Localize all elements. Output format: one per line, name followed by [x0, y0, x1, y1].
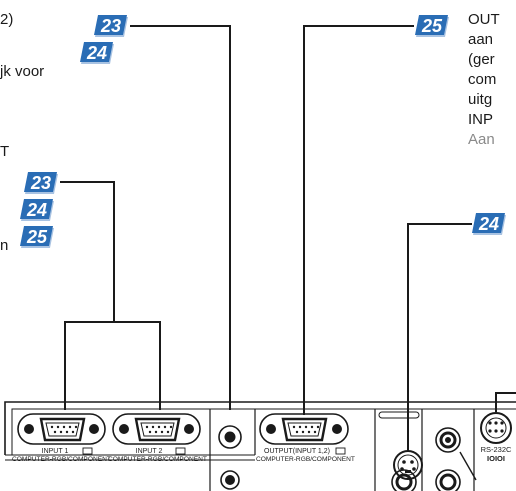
output-dsub	[281, 417, 328, 442]
input2-dsub	[134, 417, 181, 442]
input2-port-housing	[112, 413, 201, 445]
page-ref-badge: 24	[20, 199, 54, 221]
panel-inner-edge	[11, 408, 516, 455]
left-text-line-4: n	[0, 237, 9, 254]
right-text-line-5: uitg	[468, 91, 493, 108]
audio-jack-2	[220, 470, 240, 490]
right-text-line-6: INP	[468, 111, 494, 128]
leader-line-rs232c	[495, 392, 516, 412]
panel-top-edge	[4, 401, 516, 455]
input2-sub-label: COMPUTER-RGB/COMPONENT	[108, 456, 207, 463]
page-ref-badge: 25	[20, 226, 54, 248]
leader-line-inputs	[60, 181, 161, 410]
right-text-line-4: com	[468, 71, 497, 88]
output-title-label: OUTPUT(INPUT 1,2)	[264, 448, 330, 455]
rca-jack-1	[435, 427, 461, 453]
right-text-line-7: Aan	[468, 131, 495, 148]
page-ref-badge: 25	[415, 15, 449, 37]
page-ref-badge: 24	[80, 42, 114, 64]
output-sub-label: COMPUTER-RGB/COMPONENT	[256, 456, 355, 463]
right-text-line-3: (ger	[468, 51, 495, 68]
leader-line-audio	[130, 25, 231, 410]
page-ref-badge: 23	[94, 15, 128, 37]
audio-jack-1	[218, 425, 242, 449]
input1-title-label: INPUT 1	[41, 448, 69, 455]
input2-title-label: INPUT 2	[135, 448, 163, 455]
rs232c-port	[480, 412, 512, 444]
rca-jack-3	[435, 469, 461, 491]
input1-dsub	[39, 417, 86, 442]
rca-jack-2	[391, 469, 417, 491]
page-ref-badge: 23	[24, 172, 58, 194]
input1-sub-label: COMPUTER-RGB/COMPONENT	[12, 456, 111, 463]
page-ref-badge: 24	[472, 213, 506, 235]
output-port-housing	[259, 413, 349, 445]
leader-line-svideo	[407, 223, 472, 452]
right-text-line-1: OUT	[468, 11, 500, 28]
left-text-line-3: T	[0, 143, 10, 160]
left-text-line-2: jk voor	[0, 63, 45, 80]
leader-line-output	[303, 25, 414, 415]
rs232c-label: RS-232C	[480, 445, 512, 454]
right-text-line-2: aan	[468, 31, 494, 48]
left-text-line-1: 2)	[0, 11, 14, 28]
input1-port-housing	[17, 413, 106, 445]
svideo-jack	[393, 450, 423, 480]
rs232c-symbol-label: IOIOI	[487, 454, 505, 463]
